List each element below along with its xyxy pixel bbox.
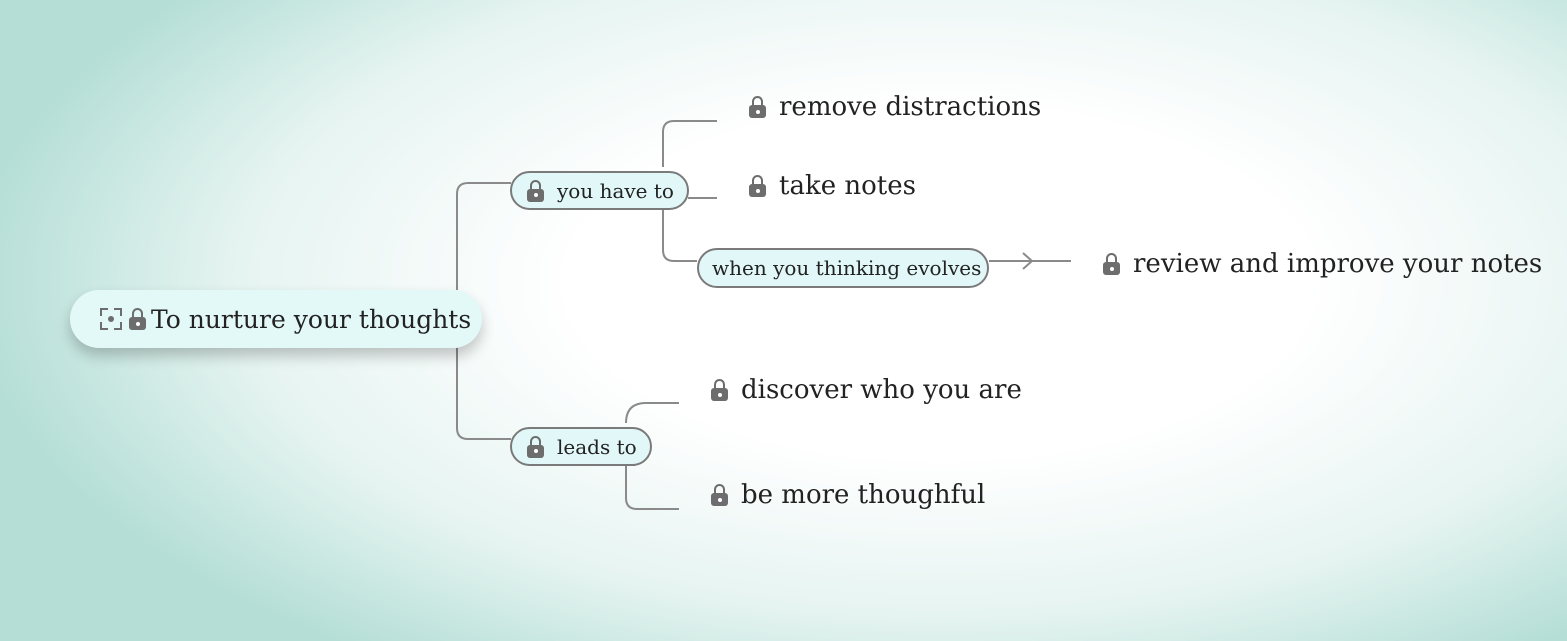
branch-leads-to[interactable]: leads to — [510, 427, 652, 466]
lock-icon — [1102, 252, 1121, 276]
connector-root-leads-to — [456, 348, 511, 440]
root-label: To nurture your thoughts — [151, 304, 472, 334]
branch-label: you have to — [557, 178, 674, 203]
leaf-be-more-thoughful[interactable]: be more thoughful — [710, 480, 985, 510]
connector-arrow — [1022, 252, 1034, 270]
connector-when-thinking — [662, 210, 697, 262]
connector-remove-distractions — [662, 120, 717, 167]
node-label: when you thinking evolves — [712, 256, 982, 280]
lock-icon — [128, 307, 147, 331]
leaf-remove-distractions[interactable]: remove distractions — [748, 92, 1041, 122]
lock-icon — [710, 483, 729, 507]
lock-icon — [526, 179, 545, 203]
connector-root-you-have-to — [456, 182, 511, 290]
leaf-review-and-improve[interactable]: review and improve your notes — [1102, 249, 1542, 279]
node-when-you-thinking-evolves[interactable]: when you thinking evolves — [697, 248, 989, 288]
leaf-take-notes[interactable]: take notes — [748, 171, 916, 201]
connector-discover — [625, 402, 679, 424]
leaf-label: be more thoughful — [741, 480, 986, 510]
lock-icon — [748, 95, 767, 119]
leaf-label: review and improve your notes — [1133, 249, 1543, 279]
connector-thoughful — [625, 466, 679, 510]
lock-icon — [710, 378, 729, 402]
lock-icon — [748, 174, 767, 198]
root-node[interactable]: To nurture your thoughts — [70, 290, 482, 348]
lock-icon — [526, 435, 545, 459]
branch-you-have-to[interactable]: you have to — [510, 171, 689, 210]
leaf-label: discover who you are — [741, 375, 1022, 405]
branch-label: leads to — [557, 434, 637, 459]
leaf-label: take notes — [779, 171, 916, 201]
focus-icon — [100, 308, 122, 330]
leaf-discover-who-you-are[interactable]: discover who you are — [710, 375, 1022, 405]
leaf-label: remove distractions — [779, 92, 1042, 122]
